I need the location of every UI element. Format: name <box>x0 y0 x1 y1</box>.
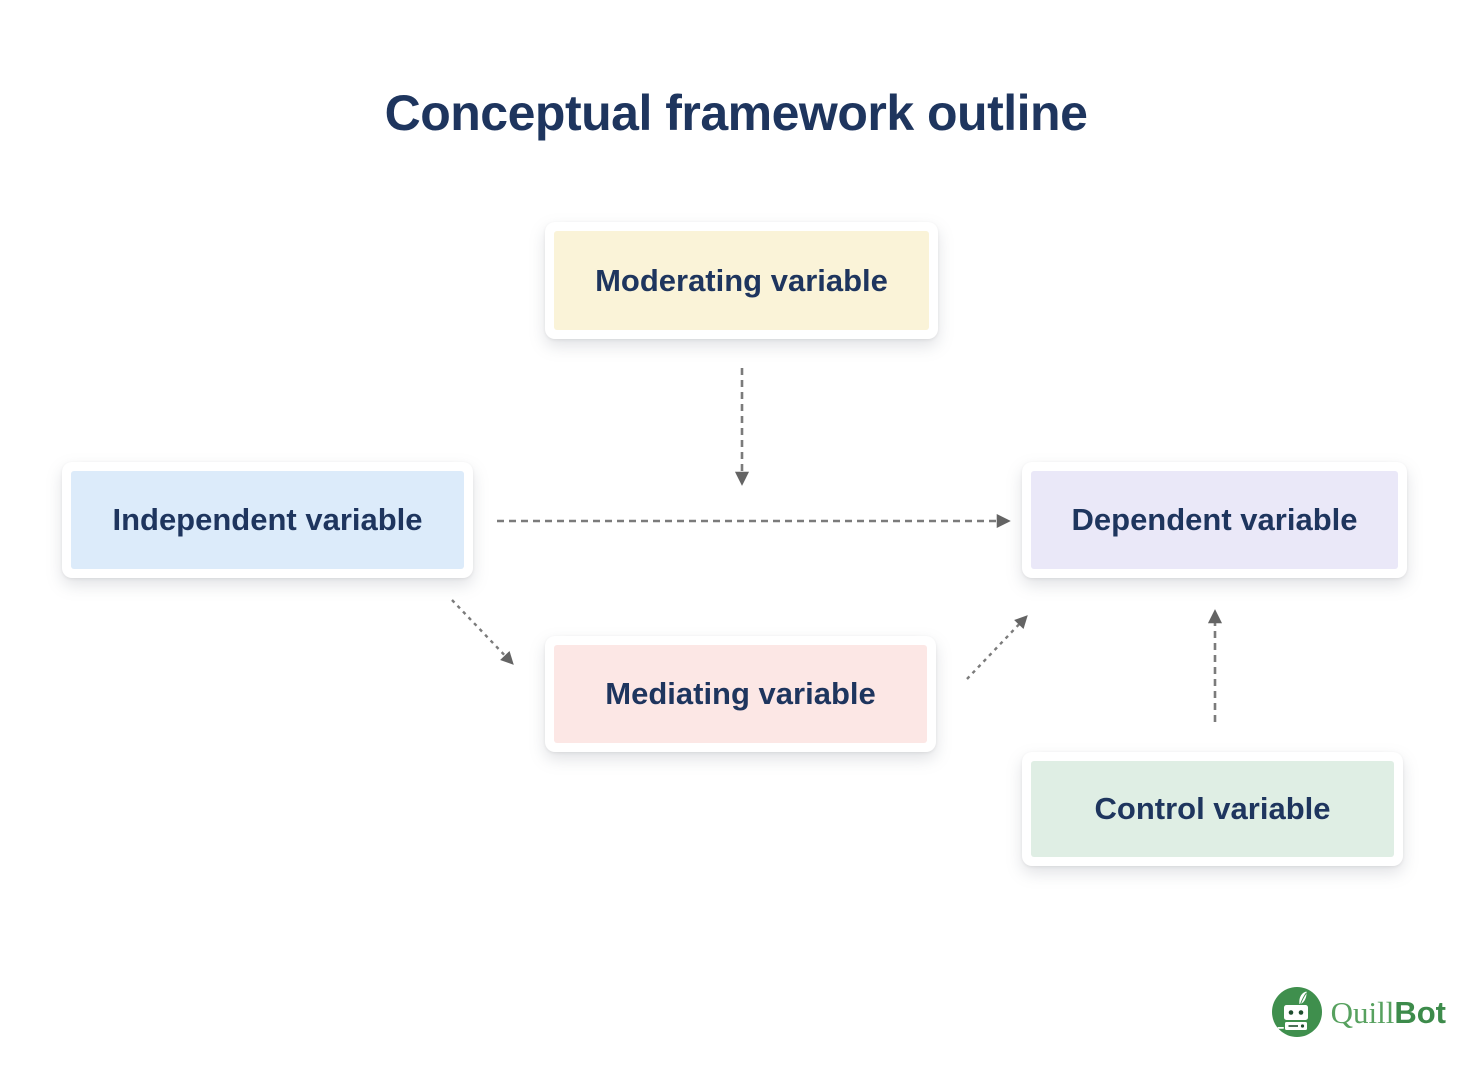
arrow-independent-to-mediating <box>451 599 514 665</box>
node-moderating-variable: Moderating variable <box>545 222 938 339</box>
node-mediating-variable-label: Mediating variable <box>554 645 927 743</box>
node-dependent-variable-label: Dependent variable <box>1031 471 1398 569</box>
diagram-title: Conceptual framework outline <box>384 85 1088 141</box>
node-independent-variable: Independent variable <box>62 462 473 578</box>
node-moderating-variable-label: Moderating variable <box>554 231 929 330</box>
node-control-variable: Control variable <box>1022 752 1403 866</box>
quillbot-wordmark-bot: Bot <box>1394 994 1446 1030</box>
arrow-mediating-to-dependent <box>966 615 1028 680</box>
quillbot-robot-icon <box>1271 987 1322 1037</box>
node-control-variable-label: Control variable <box>1031 761 1394 857</box>
quillbot-wordmark: QuillBot <box>1331 997 1446 1028</box>
quillbot-logo: QuillBot <box>1271 987 1446 1037</box>
node-dependent-variable: Dependent variable <box>1022 462 1407 578</box>
node-independent-variable-label: Independent variable <box>71 471 464 569</box>
quillbot-wordmark-quill: Quill <box>1330 994 1395 1030</box>
node-mediating-variable: Mediating variable <box>545 636 936 752</box>
